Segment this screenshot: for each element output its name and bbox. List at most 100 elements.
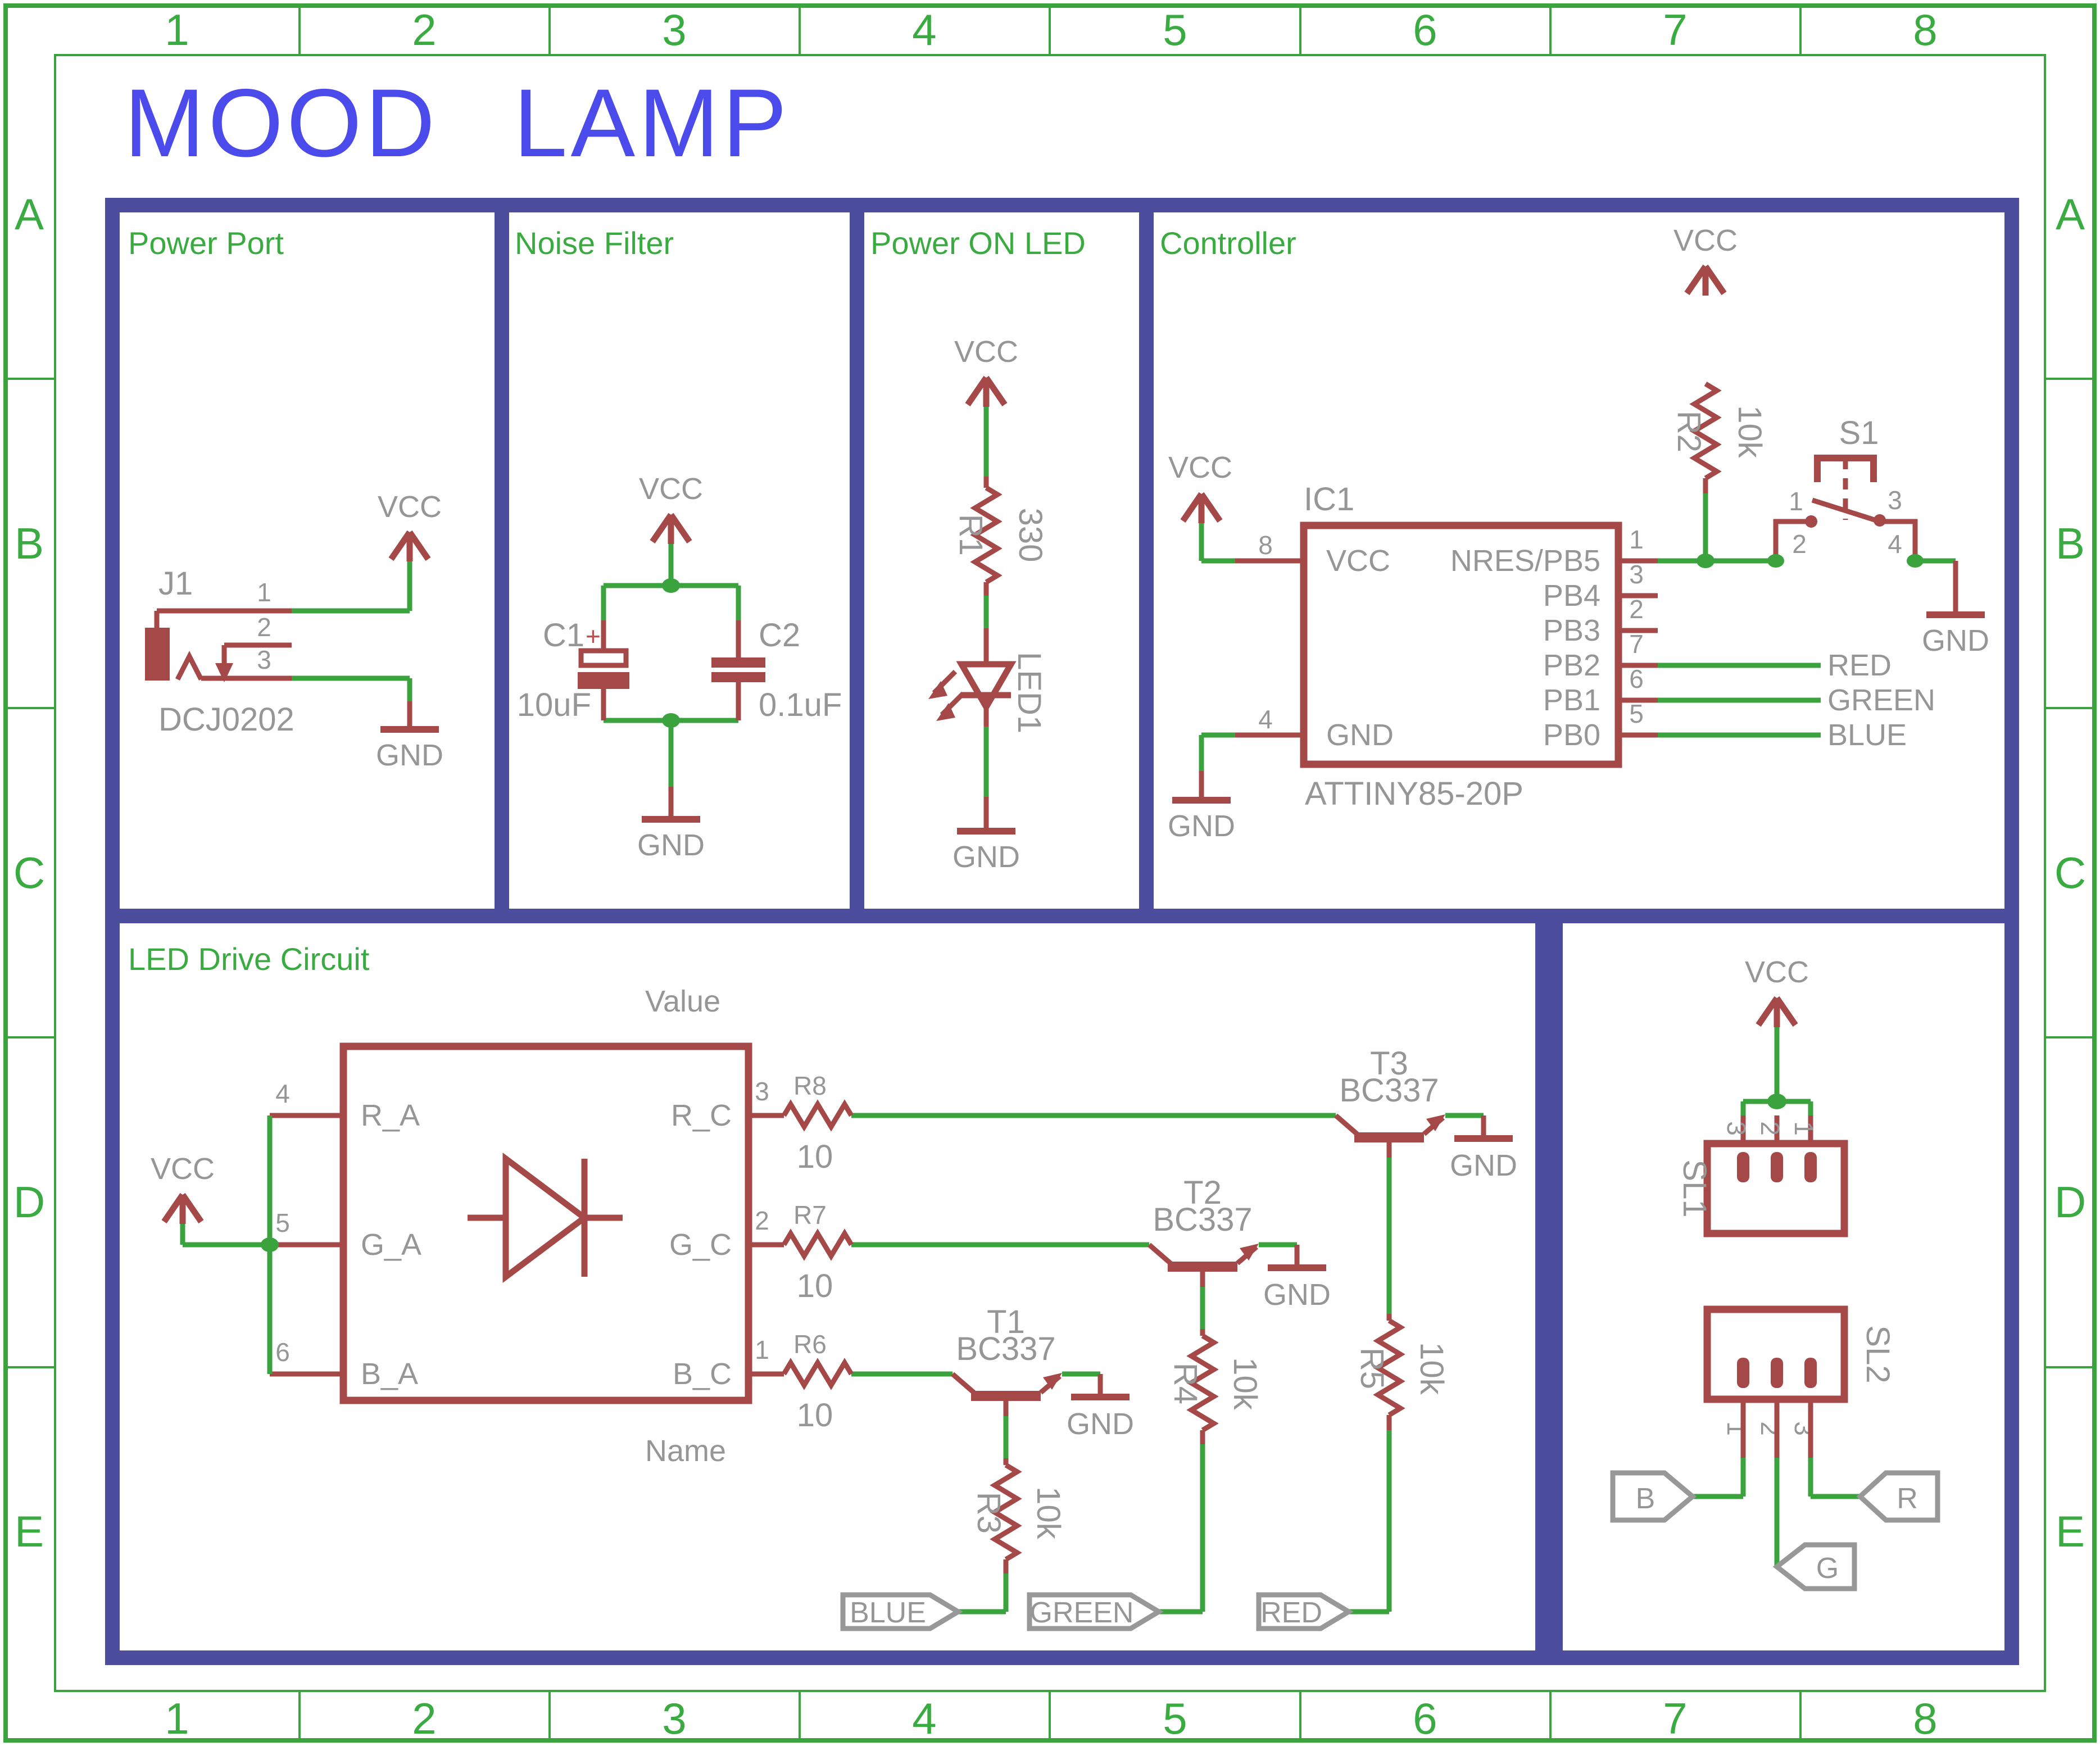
ref-label: J1 bbox=[158, 565, 193, 602]
net-label-vcc: VCC bbox=[639, 472, 703, 506]
net-flag-red[interactable]: RED bbox=[1256, 1592, 1354, 1631]
pin-number: 8 bbox=[1258, 530, 1273, 560]
drawing-frame: 1 2 3 4 5 6 7 8 1 2 3 4 5 6 7 8 A B C D … bbox=[3, 3, 2097, 1743]
transistor-t1[interactable]: T1 BC337 bbox=[951, 1304, 1062, 1401]
ruler-col: 4 bbox=[912, 1694, 936, 1743]
resistor-r6[interactable]: R6 10 bbox=[784, 1330, 851, 1434]
ic-pin-name: R_C bbox=[671, 1099, 732, 1132]
net-label-gnd: GND bbox=[637, 828, 705, 862]
connector-sl1[interactable]: 3 2 1 SL1 bbox=[1676, 1121, 1848, 1237]
vcc-symbol[interactable]: VCC bbox=[639, 472, 703, 544]
vcc-symbol[interactable]: VCC bbox=[378, 490, 442, 561]
ruler-row: D bbox=[13, 1177, 45, 1227]
pin-number: 6 bbox=[275, 1337, 290, 1367]
pin-number: 2 bbox=[257, 613, 271, 642]
flag-label: BLUE bbox=[850, 1597, 926, 1629]
resistor-r1[interactable]: R1 330 bbox=[953, 488, 1049, 582]
vcc-symbol[interactable]: VCC bbox=[954, 335, 1018, 407]
ic-pin-name: G_A bbox=[361, 1228, 421, 1262]
ruler-row: B bbox=[2056, 519, 2085, 568]
gnd-symbol[interactable]: GND bbox=[1922, 615, 1989, 657]
net-label-vcc: VCC bbox=[1673, 224, 1738, 257]
net-flag-g[interactable]: G bbox=[1772, 1542, 1857, 1591]
connector-j1[interactable]: J1 DCJ0202 1 2 3 bbox=[145, 565, 294, 738]
capacitor-c1[interactable]: C1 + 10uF bbox=[517, 617, 629, 723]
resistor-r3[interactable]: R3 10k bbox=[970, 1465, 1067, 1559]
connector-sl2[interactable]: 1 2 3 SL2 bbox=[1703, 1305, 1896, 1436]
net-flag-r[interactable]: R bbox=[1856, 1470, 1940, 1523]
section-title: LED Drive Circuit bbox=[128, 941, 370, 977]
switch-s1[interactable]: S1 1 2 3 4 bbox=[1767, 415, 1924, 568]
net-flag-green[interactable]: GREEN bbox=[1027, 1592, 1164, 1631]
net-flag-b[interactable]: B bbox=[1610, 1470, 1697, 1523]
vcc-symbol[interactable]: VCC bbox=[151, 1152, 215, 1224]
ref-label: LED1 bbox=[1011, 652, 1047, 733]
gnd-symbol[interactable]: GND bbox=[376, 729, 443, 772]
pin-number: 1 bbox=[1789, 1121, 1818, 1136]
pin-number: 1 bbox=[755, 1335, 769, 1364]
pin-number: 2 bbox=[1756, 1421, 1785, 1436]
pin-number: 2 bbox=[1629, 595, 1644, 624]
section-title: Noise Filter bbox=[515, 225, 674, 261]
vcc-symbol[interactable]: VCC bbox=[1745, 955, 1809, 1027]
value-label: 10 bbox=[797, 1139, 833, 1175]
vcc-symbol[interactable]: VCC bbox=[1673, 224, 1738, 296]
led-led1[interactable]: LED1 bbox=[928, 652, 1047, 733]
page-title: MOOD LAMP bbox=[124, 69, 790, 177]
pin-number: 7 bbox=[1629, 629, 1644, 659]
resistor-r4[interactable]: R4 10k bbox=[1167, 1336, 1263, 1430]
resistor-r2[interactable]: R2 10k bbox=[1671, 384, 1768, 478]
pin-number: 1 bbox=[1789, 487, 1803, 516]
pin-number: 2 bbox=[1756, 1121, 1785, 1136]
ruler-row: E bbox=[15, 1507, 44, 1556]
resistor-r7[interactable]: R7 10 bbox=[784, 1200, 851, 1304]
ref-label: R2 bbox=[1671, 411, 1707, 452]
ruler-col: 7 bbox=[1663, 5, 1687, 55]
net-label-vcc: VCC bbox=[151, 1152, 215, 1186]
ruler-col: 5 bbox=[1163, 5, 1187, 55]
ref-label: SL1 bbox=[1676, 1159, 1713, 1217]
resistor-r8[interactable]: R8 10 bbox=[784, 1071, 851, 1175]
net-flag-blue[interactable]: BLUE bbox=[840, 1592, 963, 1631]
ic-pin-name: NRES/PB5 bbox=[1450, 544, 1600, 578]
ruler-row: E bbox=[2056, 1507, 2085, 1556]
ref-label: T3 bbox=[1370, 1045, 1408, 1082]
transistor-t3[interactable]: T3 BC337 bbox=[1334, 1045, 1445, 1142]
ic-pin-name: PB1 bbox=[1543, 683, 1600, 717]
gnd-symbol[interactable]: GND bbox=[1263, 1268, 1331, 1312]
ic-pin-name: GND bbox=[1326, 718, 1394, 752]
net-label-gnd: GND bbox=[1168, 809, 1235, 843]
flag-label: R bbox=[1897, 1482, 1918, 1515]
wires bbox=[1693, 1399, 1860, 1567]
transistor-t2[interactable]: T2 BC337 bbox=[1147, 1174, 1259, 1272]
gnd-symbol[interactable]: GND bbox=[1450, 1139, 1517, 1182]
ic-pin-name: B_A bbox=[361, 1357, 418, 1391]
section-title: Power ON LED bbox=[870, 225, 1086, 261]
ruler-row: D bbox=[2054, 1177, 2086, 1227]
ruler-col: 4 bbox=[912, 5, 936, 55]
led-array[interactable]: R_A G_A B_A R_C G_C B_C 4 5 6 3 2 1 bbox=[275, 1042, 769, 1404]
value-label: 10k bbox=[1731, 405, 1768, 459]
wire bbox=[1349, 1430, 1392, 1615]
gnd-symbol[interactable]: GND bbox=[637, 819, 705, 862]
gnd-symbol[interactable]: GND bbox=[953, 831, 1020, 874]
polarity-plus: + bbox=[586, 622, 601, 651]
ref-label: R5 bbox=[1354, 1348, 1390, 1389]
ruler-col: 8 bbox=[1913, 5, 1937, 55]
capacitor-c2[interactable]: C2 0.1uF bbox=[711, 617, 842, 723]
gnd-symbol[interactable]: GND bbox=[1168, 800, 1235, 843]
ic1-attiny85[interactable]: IC1 ATTINY85-20P VCC GND NRES/PB5 PB4 PB… bbox=[1258, 481, 1644, 812]
ref-label: IC1 bbox=[1304, 481, 1354, 518]
vcc-symbol[interactable]: VCC bbox=[1168, 451, 1232, 523]
pin-number: 5 bbox=[1629, 699, 1644, 728]
ref-label: R8 bbox=[793, 1071, 827, 1100]
gnd-symbol[interactable]: GND bbox=[1067, 1397, 1134, 1441]
ref-label: R6 bbox=[793, 1330, 827, 1359]
value-label: 10k bbox=[1227, 1357, 1263, 1411]
value-label: 10uF bbox=[517, 687, 591, 723]
pin-number: 5 bbox=[275, 1208, 290, 1237]
resistor-r5[interactable]: R5 10k bbox=[1354, 1321, 1450, 1415]
pin-number: 3 bbox=[1789, 1421, 1818, 1436]
ic-pin-name: PB3 bbox=[1543, 614, 1600, 647]
